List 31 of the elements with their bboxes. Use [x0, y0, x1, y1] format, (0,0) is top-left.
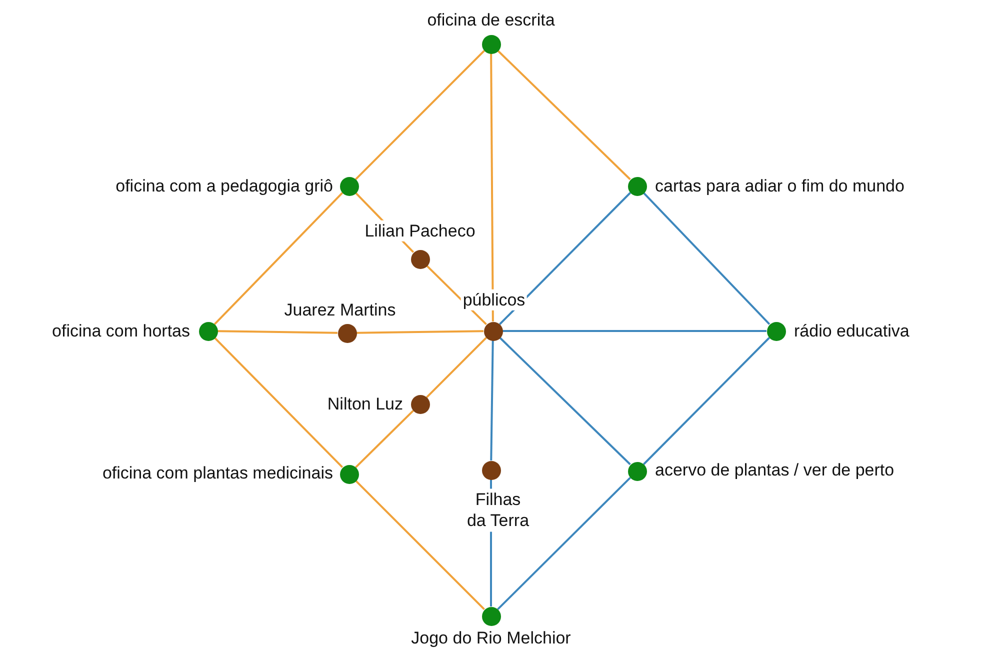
node-dot — [482, 606, 500, 626]
connector-line — [642, 192, 770, 325]
node-dot — [482, 460, 500, 480]
node-label: públicos — [460, 289, 528, 311]
connector-line — [214, 192, 344, 325]
connector-line — [355, 410, 414, 468]
connector-line — [642, 337, 770, 465]
connector-line — [355, 50, 485, 180]
node-dot — [340, 176, 358, 196]
node-dot — [340, 464, 358, 484]
node-dot — [410, 250, 430, 268]
node-dot — [628, 462, 646, 480]
node-dot — [198, 322, 218, 340]
node-dot — [628, 176, 646, 196]
node-dot — [482, 34, 500, 54]
node-dot — [766, 322, 786, 340]
connector-line — [355, 480, 485, 610]
connector-line — [217, 330, 338, 334]
connector-line — [497, 476, 631, 610]
node-dot — [484, 322, 502, 340]
node-dot — [410, 394, 430, 414]
connector-line — [497, 50, 631, 180]
connector-line — [499, 336, 631, 466]
node-dot — [338, 324, 356, 342]
connector-line — [498, 192, 632, 325]
connector-line — [214, 337, 344, 468]
connector-line — [426, 337, 487, 398]
connector-line — [490, 54, 494, 322]
connector-line — [502, 330, 766, 332]
connector-line — [356, 330, 484, 334]
connector-line — [490, 340, 494, 461]
